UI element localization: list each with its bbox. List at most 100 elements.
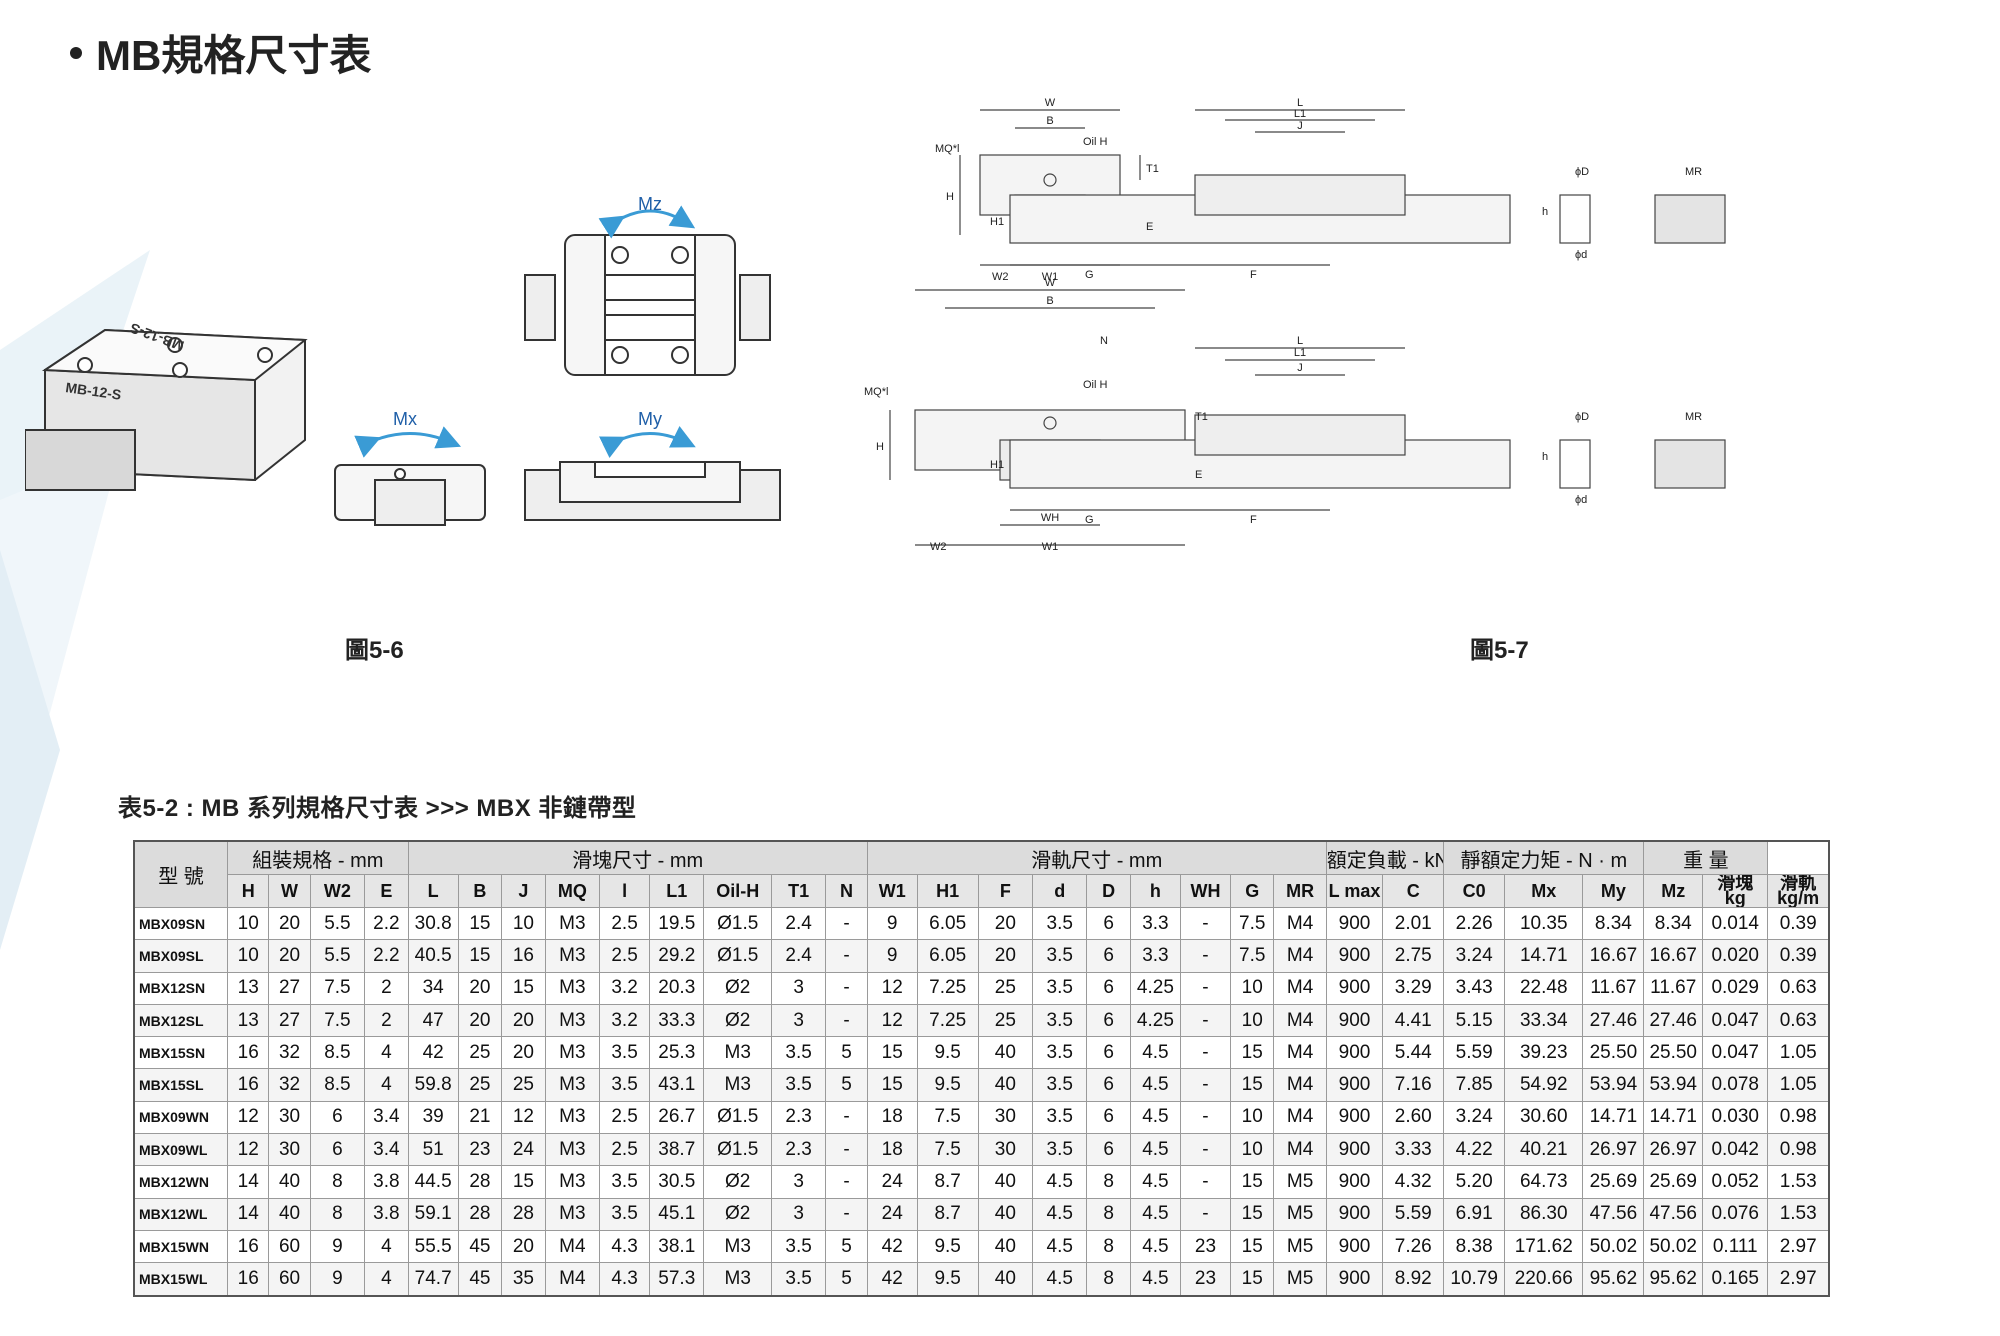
table-cell: - — [1179, 1197, 1231, 1231]
table-cell: 0.63 — [1767, 1003, 1830, 1038]
table-cell: 2.4 — [770, 906, 827, 941]
table-cell: 2.5 — [599, 1100, 651, 1135]
table-cell: 0.111 — [1702, 1229, 1769, 1264]
dim-t1-upper: T1 — [1146, 163, 1159, 175]
table-cell: 20 — [501, 1229, 546, 1264]
table-cell: - — [825, 1197, 868, 1231]
table-cell: 8.38 — [1443, 1229, 1506, 1264]
table-cell: 44.5 — [407, 1165, 459, 1199]
table-cell: 3.24 — [1443, 1100, 1506, 1135]
table-cell: 4.5 — [1032, 1197, 1088, 1231]
dim-l-lower: L — [1297, 335, 1303, 347]
table-cell: 40.21 — [1504, 1133, 1584, 1167]
table-cell: 3.5 — [1032, 1068, 1088, 1102]
page-heading: MB規格尺寸表 — [70, 22, 371, 83]
table-cell: 3.5 — [599, 1036, 651, 1070]
heading-text: MB規格尺寸表 — [96, 32, 372, 79]
column-header-12: N — [825, 874, 868, 908]
table-cell: M3 — [544, 1068, 601, 1102]
table-cell: 40 — [977, 1229, 1034, 1264]
table-cell: 4.32 — [1382, 1165, 1445, 1199]
dim-b-upper: B — [1046, 115, 1053, 127]
table-cell: 3.5 — [599, 1165, 651, 1199]
table-cell: 15 — [1229, 1165, 1275, 1199]
table-cell: 4.5 — [1032, 1165, 1088, 1199]
table-cell: 2.2 — [364, 906, 409, 941]
table-cell: 30 — [977, 1100, 1034, 1135]
table-cell: Ø2 — [703, 971, 772, 1005]
table-cell: 2 — [364, 1003, 409, 1038]
table-cell: 38.1 — [649, 1229, 705, 1264]
dim-mq-upper: MQ*l — [935, 143, 959, 155]
model-cell: MBX15SL — [133, 1068, 229, 1102]
table-cell: 900 — [1325, 1229, 1384, 1264]
table-cell: 1.53 — [1767, 1165, 1830, 1199]
table-cell: 3.5 — [599, 1197, 651, 1231]
table-cell: 33.3 — [649, 1003, 705, 1038]
bullet-icon — [70, 46, 82, 59]
group-header-0: 組裝規格 - mm — [227, 840, 409, 875]
table-cell: 14 — [227, 1165, 270, 1199]
table-cell: M4 — [544, 1262, 601, 1297]
dim-w1-upper: W1 — [1042, 271, 1059, 283]
table-cell: 4 — [364, 1036, 409, 1070]
table-cell: M4 — [1273, 1068, 1327, 1102]
table-cell: M3 — [703, 1229, 772, 1264]
figure-5-7: W B MQ*l Oil H H T1 E W2 W1 W B MQ*l Oil… — [864, 97, 1726, 553]
table-cell: 2.97 — [1767, 1262, 1830, 1297]
table-cell: 25.69 — [1582, 1165, 1645, 1199]
table-cell: 15 — [866, 1068, 918, 1102]
table-cell: 12 — [501, 1100, 546, 1135]
table-cell: 12 — [866, 1003, 918, 1038]
table-cell: 30.8 — [407, 906, 459, 941]
table-cell: 4.5 — [1129, 1165, 1181, 1199]
table-cell: 59.8 — [407, 1068, 459, 1102]
table-cell: 28 — [501, 1197, 546, 1231]
table-cell: 47.56 — [1643, 1197, 1704, 1231]
column-header-25: Mx — [1504, 874, 1584, 908]
table-cell: 1.05 — [1767, 1036, 1830, 1070]
table-cell: 6 — [309, 1133, 366, 1167]
table-cell: 7.5 — [916, 1100, 979, 1135]
table-cell: M4 — [1273, 906, 1327, 941]
table-cell: 900 — [1325, 1262, 1384, 1297]
table-cell: Ø1.5 — [703, 1133, 772, 1167]
table-cell: 0.030 — [1702, 1100, 1769, 1135]
table-cell: M3 — [544, 1133, 601, 1167]
table-cell: 3.2 — [599, 1003, 651, 1038]
dim-h1-lower: H1 — [990, 459, 1004, 471]
table-cell: M5 — [1273, 1197, 1327, 1231]
table-cell: Ø2 — [703, 1197, 772, 1231]
table-cell: 20 — [977, 906, 1034, 941]
table-cell: 4.3 — [599, 1229, 651, 1264]
table-cell: 11.67 — [1582, 971, 1645, 1005]
table-cell: 1.05 — [1767, 1068, 1830, 1102]
side-view-upper — [1009, 109, 1726, 266]
side-view-drawing — [524, 461, 781, 521]
table-cell: M3 — [544, 1100, 601, 1135]
table-cell: 4.5 — [1129, 1197, 1181, 1231]
table-cell: 29.2 — [649, 939, 705, 973]
table-cell: 15 — [501, 971, 546, 1005]
table-cell: 86.30 — [1504, 1197, 1584, 1231]
table-cell: 9.5 — [916, 1229, 979, 1264]
table-cell: 0.98 — [1767, 1133, 1830, 1167]
table-cell: 30 — [977, 1133, 1034, 1167]
dim-f-lower: F — [1250, 514, 1257, 526]
column-header-6: J — [501, 874, 546, 908]
table-cell: Ø2 — [703, 1003, 772, 1038]
dim-l-upper: L — [1297, 97, 1303, 109]
dim-l1-lower: L1 — [1294, 347, 1306, 359]
dim-j-lower: J — [1297, 362, 1303, 374]
table-cell: 12 — [227, 1133, 270, 1167]
table-cell: 20 — [457, 1003, 503, 1038]
dim-mq-lower: MQ*l — [864, 386, 888, 398]
column-header-2: W2 — [309, 874, 366, 908]
dim-mr-lower: MR — [1685, 411, 1702, 423]
group-header-4: 靜額定力矩 - N · m — [1443, 840, 1645, 875]
dim-oil-upper: Oil H — [1083, 136, 1108, 148]
